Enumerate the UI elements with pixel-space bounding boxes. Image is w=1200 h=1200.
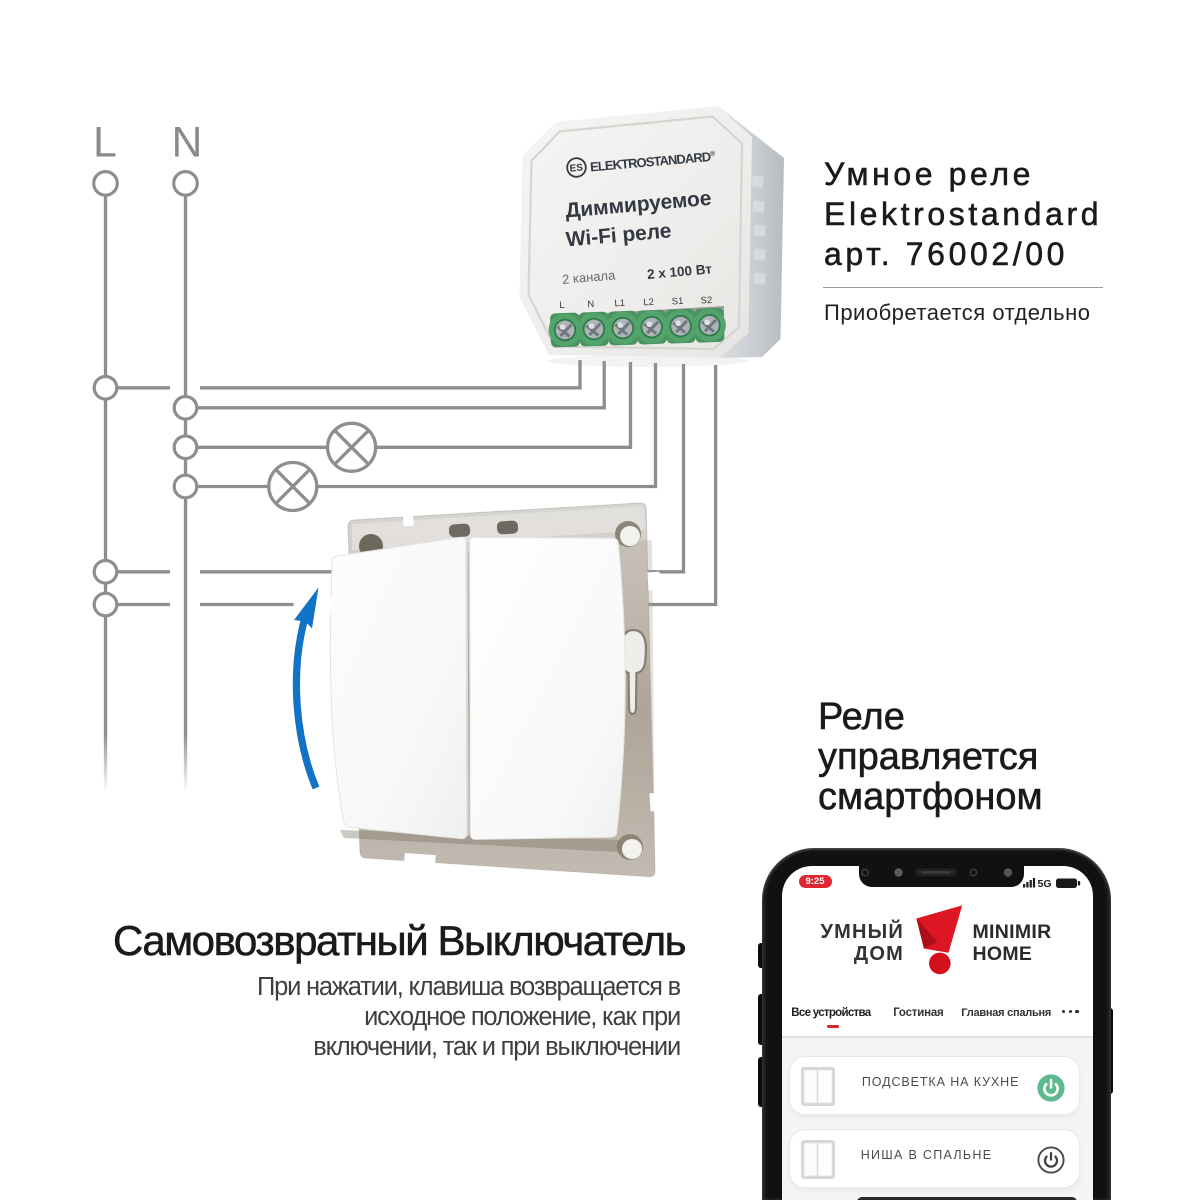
svg-text:L: L: [559, 300, 565, 311]
svg-text:S2: S2: [700, 295, 712, 307]
svg-text:ES: ES: [569, 162, 584, 174]
svg-text:L: L: [93, 120, 117, 167]
svg-text:L2: L2: [643, 297, 654, 309]
svg-text:2 x 100 Вт: 2 x 100 Вт: [646, 261, 712, 282]
svg-text:N: N: [172, 120, 203, 167]
svg-text:N: N: [587, 299, 595, 310]
svg-text:S1: S1: [671, 296, 683, 308]
svg-text:5G: 5G: [1037, 878, 1051, 889]
svg-text:2 канала: 2 канала: [561, 267, 616, 287]
svg-text:L1: L1: [614, 298, 625, 310]
